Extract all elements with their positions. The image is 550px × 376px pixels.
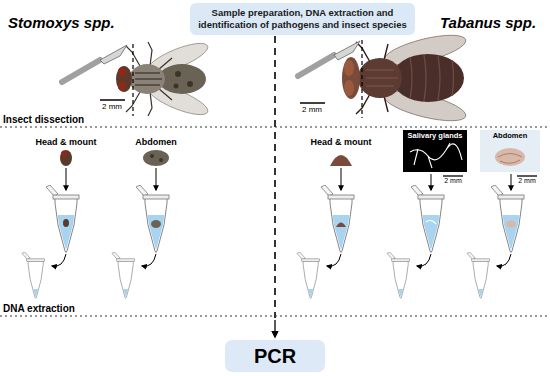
step-label: DNA extraction [3, 303, 75, 315]
part-label: Head & mount [310, 137, 371, 147]
species-name: Tabanus spp. [440, 14, 536, 31]
part-label: Abdomen [135, 137, 177, 147]
title-text: Sample preparation, DNA extraction and i… [198, 7, 407, 31]
scale-bar-label: 2 mm [518, 177, 536, 185]
species-name: Stomoxys spp. [8, 14, 115, 31]
title-box: Sample preparation, DNA extraction and i… [190, 3, 415, 35]
scale-bar-label: 2 mm [102, 102, 122, 111]
box-label: PCR [254, 345, 296, 368]
scale-bar-label: 2 mm [302, 105, 322, 114]
part-label: Head & mount [35, 137, 96, 147]
process-box: PCR [225, 340, 325, 372]
part-label: Salivary glands [407, 132, 462, 141]
scale-bar-label: 2 mm [444, 177, 462, 185]
part-label: Abdomen [493, 132, 528, 141]
step-label: Insect dissection [3, 114, 84, 126]
